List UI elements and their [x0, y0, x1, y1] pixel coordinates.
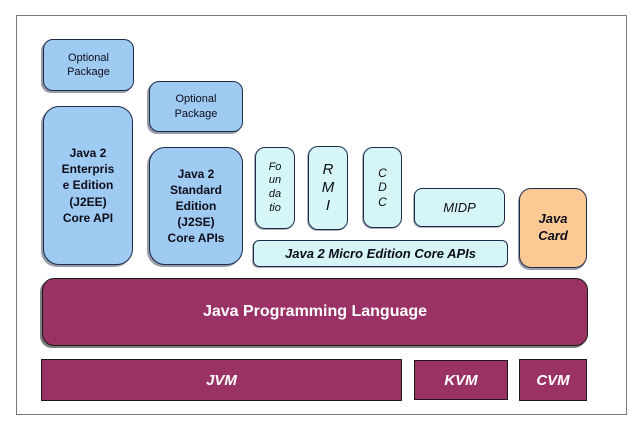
- optional-package-label: Optional Package: [174, 93, 218, 120]
- midp-box: MIDP: [414, 188, 505, 227]
- rmi-profile-label: R M I: [321, 161, 335, 214]
- kvm-bar: KVM: [414, 360, 508, 400]
- foundation-profile-box: Fo un da tio: [255, 147, 295, 229]
- kvm-label: KVM: [444, 371, 478, 389]
- optional-package-box-j2ee: Optional Package: [43, 39, 134, 91]
- j2me-core-apis-bar: Java 2 Micro Edition Core APIs: [253, 240, 508, 267]
- j2se-core-apis-label: Java 2 Standard Edition (J2SE) Core APIs: [167, 166, 225, 246]
- java-programming-language-bar: Java Programming Language: [42, 278, 588, 346]
- optional-package-label: Optional Package: [67, 51, 110, 78]
- java-programming-language-label: Java Programming Language: [202, 303, 428, 320]
- java-card-label: Java Card: [538, 211, 568, 243]
- jvm-label: JVM: [206, 371, 237, 389]
- optional-package-box-j2se: Optional Package: [149, 81, 243, 132]
- j2ee-core-api-label: Java 2 Enterpris e Edition (J2EE) Core A…: [61, 146, 115, 225]
- cdc-label: C D C: [378, 165, 387, 209]
- foundation-profile-label: Fo un da tio: [268, 160, 282, 214]
- cvm-bar: CVM: [519, 359, 587, 401]
- midp-label: MIDP: [443, 200, 476, 215]
- j2se-core-apis-box: Java 2 Standard Edition (J2SE) Core APIs: [149, 147, 243, 265]
- cdc-box: C D C: [363, 147, 402, 228]
- j2me-core-apis-label: Java 2 Micro Edition Core APIs: [285, 246, 476, 261]
- jvm-bar: JVM: [41, 359, 402, 401]
- java-card-box: Java Card: [519, 188, 587, 268]
- rmi-profile-box: R M I: [308, 146, 348, 230]
- diagram-outer-frame: [16, 15, 627, 415]
- j2ee-core-api-box: Java 2 Enterpris e Edition (J2EE) Core A…: [43, 106, 133, 265]
- cvm-label: CVM: [536, 371, 570, 389]
